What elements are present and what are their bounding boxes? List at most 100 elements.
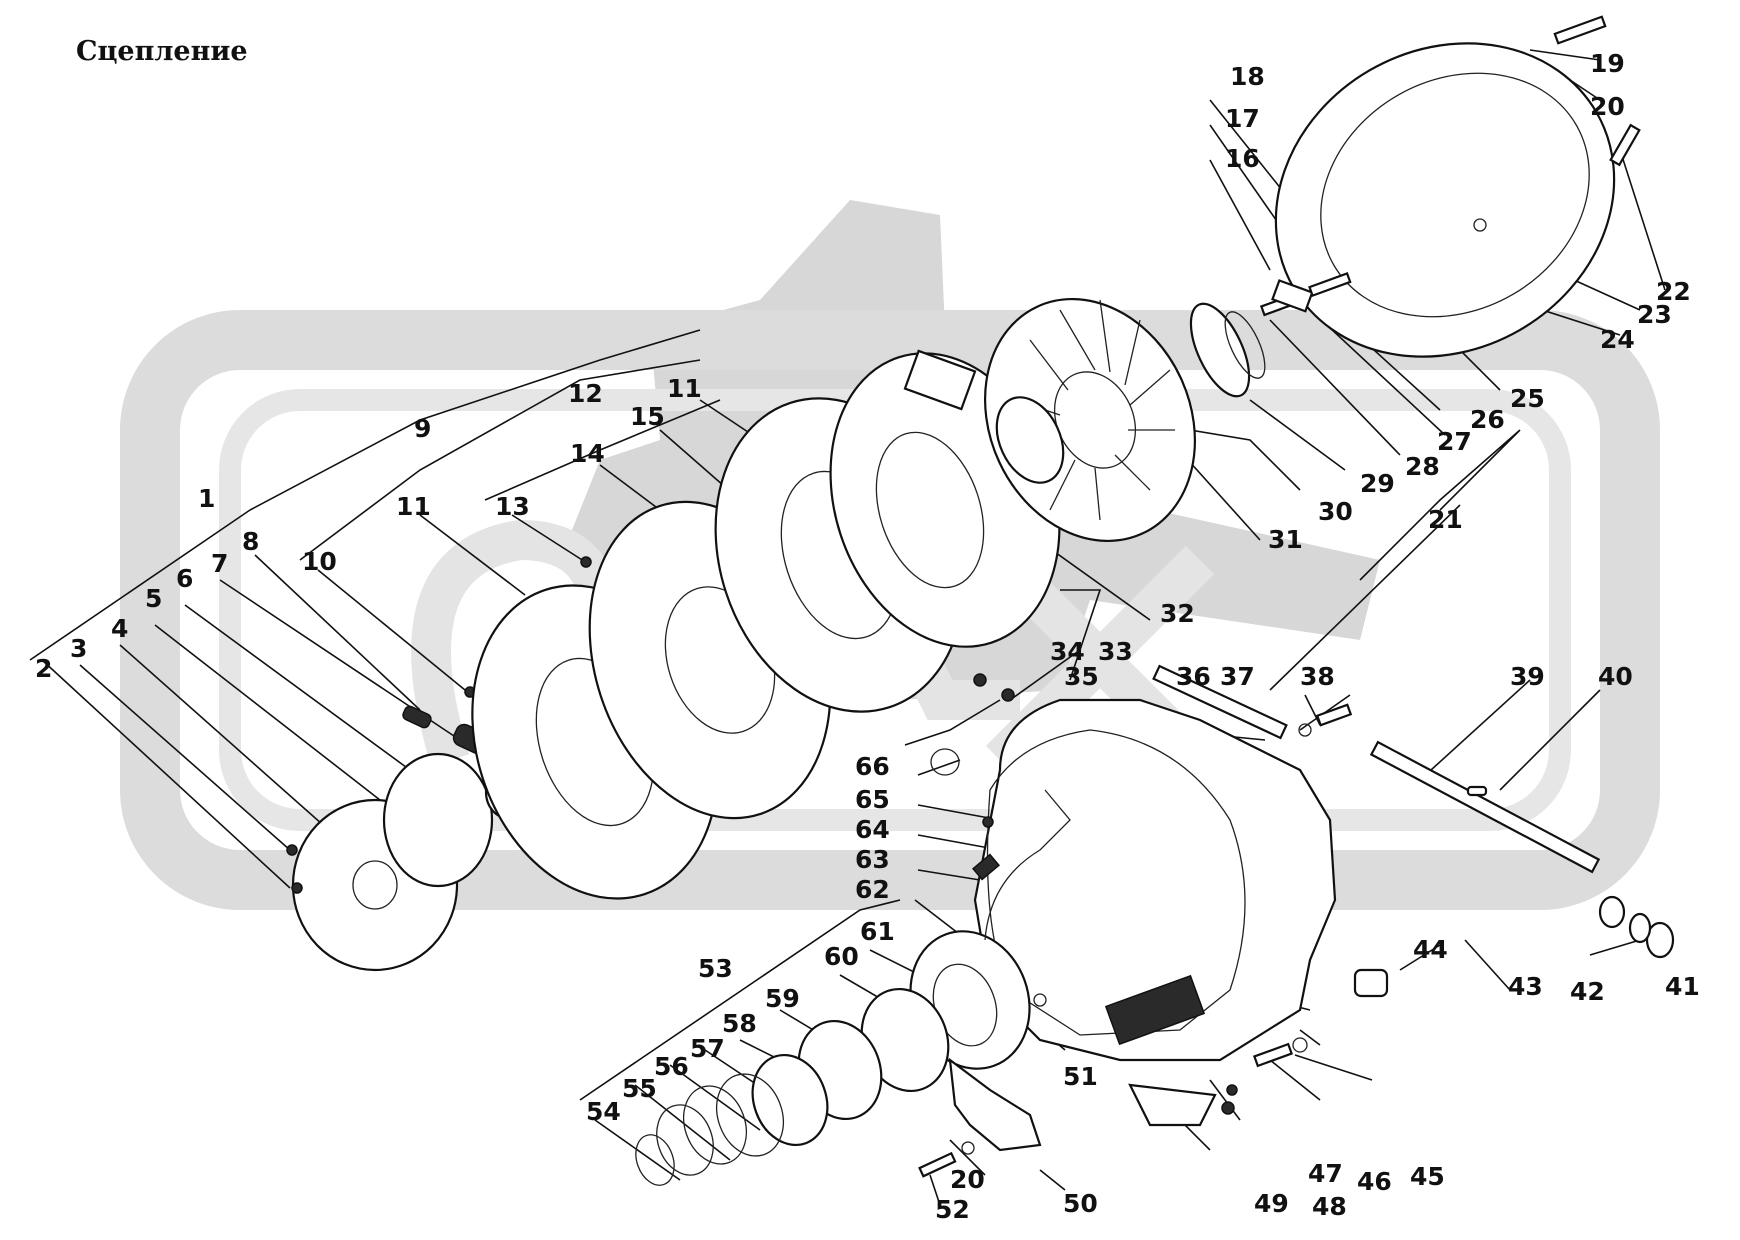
label-40: 40: [1598, 662, 1633, 691]
label-55: 55: [622, 1074, 657, 1103]
label-10: 10: [302, 547, 337, 576]
rivet-3: [286, 844, 298, 856]
washer-45: [1292, 1037, 1308, 1053]
label-60: 60: [824, 942, 859, 971]
damper-pin-8: [402, 705, 432, 729]
housing-window: [1104, 974, 1206, 1046]
label-35: 35: [1064, 662, 1099, 691]
shaft-39: [1369, 740, 1601, 874]
label-16: 16: [1225, 144, 1260, 173]
label-41: 41: [1665, 972, 1700, 1001]
hub-disc-back: [382, 752, 494, 888]
washer-51: [1033, 993, 1047, 1007]
label-58: 58: [722, 1009, 757, 1038]
label-29: 29: [1360, 469, 1395, 498]
label-1: 1: [198, 484, 215, 513]
clutch-cover-inner: [1320, 72, 1590, 318]
label-2: 2: [35, 654, 52, 683]
label-24: 24: [1600, 325, 1635, 354]
leader-lines: [29, 49, 1671, 1206]
rivet-13: [580, 556, 592, 568]
label-42: 42: [1570, 977, 1605, 1006]
label-20a: 20: [1590, 92, 1625, 121]
housing-cap-36: [1152, 664, 1288, 740]
label-33: 33: [1098, 637, 1133, 666]
parts: [286, 15, 1675, 1186]
label-62: 62: [855, 875, 890, 904]
ring-42: [1628, 912, 1652, 944]
release-fork-50: [948, 1057, 1042, 1152]
label-4: 4: [111, 614, 128, 643]
label-12: 12: [568, 379, 603, 408]
label-37: 37: [1220, 662, 1255, 691]
label-64: 64: [855, 815, 890, 844]
snap-ring-54: [635, 1134, 675, 1186]
label-43: 43: [1508, 972, 1543, 1001]
label-39: 39: [1510, 662, 1545, 691]
label-56: 56: [654, 1052, 689, 1081]
label-31: 31: [1268, 525, 1303, 554]
label-22: 22: [1656, 277, 1691, 306]
label-19: 19: [1590, 49, 1625, 78]
label-47: 47: [1308, 1159, 1343, 1188]
seal-41: [1645, 921, 1675, 959]
label-27: 27: [1437, 427, 1472, 456]
rivet-2: [291, 882, 303, 894]
pressure-plate-bore: [875, 431, 985, 589]
ring-57: [716, 1073, 784, 1157]
washer-47: [1226, 1084, 1238, 1096]
hub-disc-front-center: [352, 860, 398, 910]
label-7: 7: [211, 549, 228, 578]
label-49: 49: [1254, 1189, 1289, 1218]
label-65: 65: [855, 785, 890, 814]
ring-56: [683, 1085, 747, 1165]
ring-29: [1224, 311, 1266, 379]
key-40: [1466, 785, 1488, 797]
label-25: 25: [1510, 384, 1545, 413]
label-36: 36: [1176, 662, 1211, 691]
label-6: 6: [176, 564, 193, 593]
ring-55: [656, 1104, 714, 1176]
label-46: 46: [1357, 1167, 1392, 1196]
label-14: 14: [570, 439, 605, 468]
label-32: 32: [1160, 599, 1195, 628]
nut-48: [1221, 1101, 1235, 1115]
label-3: 3: [70, 634, 87, 663]
label-20b: 20: [950, 1165, 985, 1194]
ring-30: [1189, 302, 1251, 398]
label-53: 53: [698, 954, 733, 983]
oil-tube-62: [984, 789, 1071, 941]
label-11b: 11: [667, 374, 702, 403]
label-59: 59: [765, 984, 800, 1013]
label-15: 15: [630, 402, 665, 431]
label-17: 17: [1225, 104, 1260, 133]
label-21: 21: [1428, 505, 1463, 534]
label-44: 44: [1413, 935, 1448, 964]
washer-37: [1298, 723, 1312, 737]
label-63: 63: [855, 845, 890, 874]
label-34: 34: [1050, 637, 1085, 666]
bushing-44: [1353, 968, 1389, 998]
bearing-32: [995, 396, 1065, 484]
nut-34: [973, 673, 987, 687]
label-11a: 11: [396, 492, 431, 521]
label-13: 13: [495, 492, 530, 521]
label-48: 48: [1312, 1192, 1347, 1221]
washer-20b: [961, 1141, 975, 1155]
label-66: 66: [855, 752, 890, 781]
ring-58: [751, 1053, 829, 1147]
washer-35: [1001, 688, 1015, 702]
label-28: 28: [1405, 452, 1440, 481]
diagram-title: Сцепление: [76, 36, 248, 67]
label-45: 45: [1410, 1162, 1445, 1191]
label-26: 26: [1470, 405, 1505, 434]
bushing-43: [1598, 895, 1626, 929]
label-23: 23: [1637, 300, 1672, 329]
label-5: 5: [145, 584, 162, 613]
bolt-52: [918, 1151, 957, 1178]
label-61: 61: [860, 917, 895, 946]
callout-labels: 1 2 3 4 5 6 7 8 9 10 11 11 11 12 13 14 1…: [35, 49, 1700, 1224]
plate-49: [1128, 1083, 1217, 1127]
